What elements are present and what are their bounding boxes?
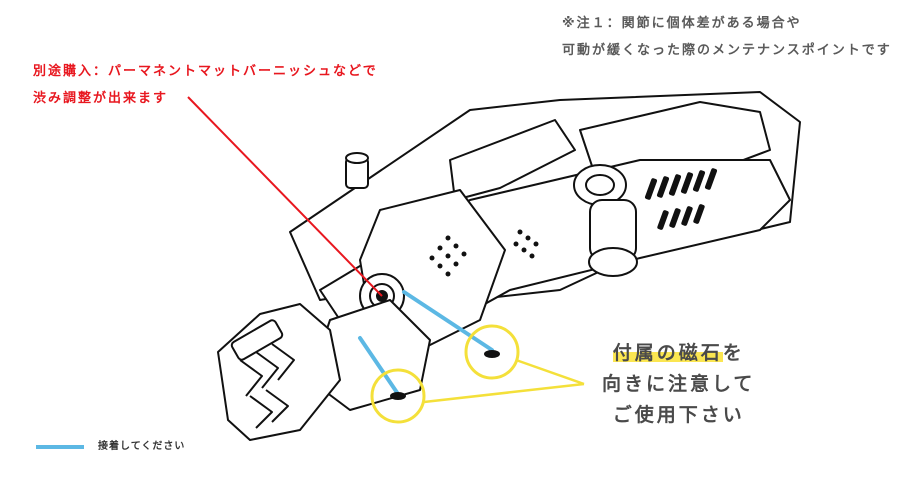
magnet-note-line2: 向きに注意して: [602, 373, 756, 395]
legend-label: 接着してください: [98, 441, 186, 452]
knee-dots: [429, 229, 539, 277]
yellow-pointer-line: [515, 358, 585, 386]
magnet-note: 付属の磁石を 向きに注意して ご使用下さい: [602, 338, 755, 431]
adjustment-note-line1: 別途購入：パーマネントマットバーニッシュなどで: [33, 64, 378, 79]
magnet-note-line1: 付属の磁石を: [602, 338, 755, 369]
magnet: [484, 350, 500, 358]
magnet-highlight-circle: [370, 368, 426, 424]
magnet-highlight-circle: [464, 324, 520, 380]
foot-chevrons: [239, 343, 295, 429]
magnet: [390, 392, 406, 400]
foot-sole: [217, 303, 341, 441]
vent-slots: [644, 168, 718, 230]
maintenance-note-line2: 可動が緩くなった際のメンテナンスポイントです: [562, 43, 892, 58]
magnet-note-line1-rest: を: [722, 342, 745, 364]
yellow-pointer-line: [423, 382, 585, 404]
magnet-note-highlight: 付属の磁石: [612, 342, 723, 364]
red-pointer-line: [187, 96, 383, 297]
glue-line-1: [402, 290, 494, 352]
glue-line-2: [358, 336, 400, 396]
mech-leg-illustration: [217, 91, 801, 441]
legend-blue-line: [36, 445, 84, 449]
adjustment-note: 別途購入：パーマネントマットバーニッシュなどで 渋み調整が出来ます: [33, 58, 378, 112]
magnet-note-line3: ご使用下さい: [612, 404, 745, 426]
maintenance-note-line1: ※注１：関節に個体差がある場合や: [562, 16, 802, 31]
maintenance-note: ※注１：関節に個体差がある場合や 可動が緩くなった際のメンテナンスポイントです: [562, 10, 892, 64]
adjustment-note-line2: 渋み調整が出来ます: [33, 91, 169, 106]
